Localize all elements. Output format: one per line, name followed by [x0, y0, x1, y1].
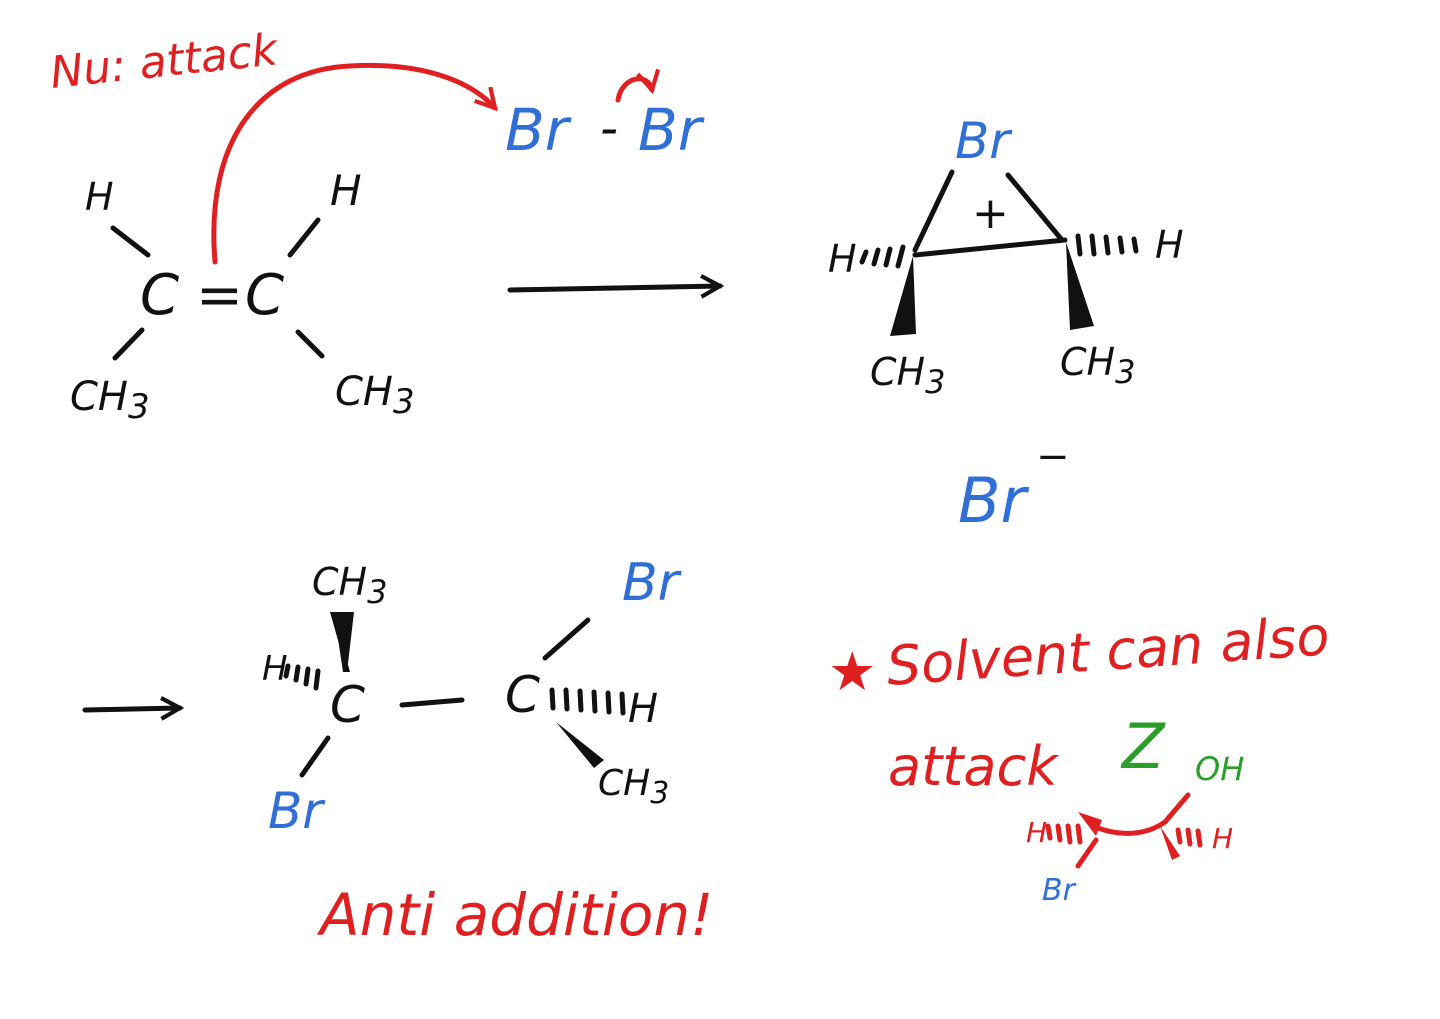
bromonium-ch3-right: CH3: [1060, 340, 1135, 391]
reaction-arrow-2: [82, 708, 180, 710]
product-hash-right: [549, 687, 626, 716]
mini-h-right: H: [1212, 822, 1233, 855]
product-cc-bond: [399, 697, 465, 708]
bromonium-wedge-left: [890, 256, 916, 336]
alkene-ch3-right: CH3: [335, 369, 415, 422]
mini-h-left: H: [1026, 816, 1047, 849]
nu-attack-label: Nu: attack: [48, 24, 281, 99]
alkene-ch3-left: CH3: [70, 374, 150, 427]
alkene-c-left: C: [140, 263, 179, 328]
solvent-note-line1: Solvent can also: [885, 604, 1332, 698]
nu-attack-curved-arrow: [211, 62, 495, 265]
alkene-h-left: H: [85, 175, 114, 219]
solvent-note-line2: attack: [888, 735, 1060, 798]
product-wedge-ch3-bottom: [556, 722, 604, 768]
product-bond-br-bottom: [299, 735, 331, 778]
br2-left-br: Br: [505, 96, 572, 164]
mini-bond-br: [1075, 837, 1099, 869]
bromonium-br: Br: [955, 112, 1013, 170]
bromonium-hash-right: [1075, 233, 1139, 257]
br2-right-br: Br: [638, 96, 705, 164]
alkene-bond-ch3-right: [295, 329, 325, 359]
product-h-left: H: [262, 649, 288, 689]
product-hash-left: [283, 663, 321, 691]
mini-br: Br: [1042, 873, 1077, 908]
mini-cc-bond: [1095, 819, 1168, 836]
bromonium-wedge-right: [1066, 242, 1094, 330]
bromonium-ch3-left: CH3: [870, 350, 945, 401]
bromide-charge: −: [1036, 434, 1070, 480]
solvent-roh-oh: OH: [1195, 750, 1244, 788]
alkene-bond-h-left: [110, 225, 151, 258]
product-c-right: C: [505, 666, 540, 724]
product-br-top: Br: [622, 553, 683, 613]
mini-bond-oh: [1162, 792, 1191, 825]
alkene-h-right: H: [330, 166, 362, 215]
anti-addition-note: Anti addition!: [316, 881, 713, 949]
mini-hash-right: [1175, 827, 1203, 848]
product-wedge-ch3-top-fill: [330, 612, 354, 672]
bromonium-plus-charge: +: [972, 188, 1009, 239]
bromonium-h-right: H: [1155, 223, 1184, 267]
alkene-double-bond: =: [196, 263, 243, 328]
product-c-left: C: [330, 676, 365, 734]
bromonium-bond-left: [912, 169, 955, 253]
product-br-bottom: Br: [268, 782, 326, 840]
reaction-arrow-1: [507, 286, 720, 290]
bromonium-cc-bond: [912, 237, 1068, 258]
mini-wedge-left: [1078, 812, 1102, 836]
product-bond-br-top: [542, 617, 591, 661]
product-ch3-top: CH3: [312, 560, 387, 611]
solvent-star-icon: ★: [828, 640, 876, 703]
alkene-c-right: C: [245, 263, 284, 328]
solvent-roh-r: Z: [1120, 710, 1166, 783]
product-h-right: H: [628, 686, 658, 732]
bromonium-hash-left: [859, 244, 906, 269]
br2-bond-dash: -: [600, 99, 618, 157]
bromide-ion: Br: [958, 464, 1030, 537]
alkene-bond-ch3-left: [112, 327, 145, 361]
product-ch3-bottom: CH3: [598, 763, 669, 811]
alkene-bond-h-right: [287, 217, 321, 258]
bromonium-h-left: H: [828, 237, 857, 281]
bromonium-bond-right: [1005, 172, 1065, 243]
br2-electron-arrow: [615, 79, 652, 103]
mini-wedge-right: [1160, 826, 1180, 860]
mini-hash-left: [1045, 823, 1083, 845]
